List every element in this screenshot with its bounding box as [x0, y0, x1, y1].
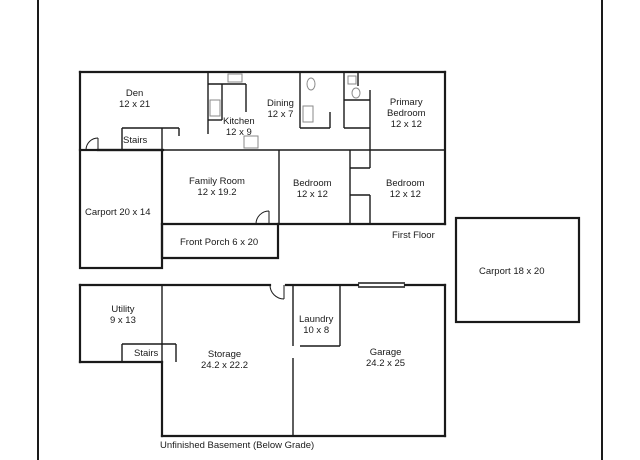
basement-label: Unfinished Basement (Below Grade): [160, 440, 315, 451]
family-name: Family Room: [189, 176, 245, 187]
room-label-stairs-down: Stairs: [134, 348, 158, 359]
bedroom-a-size: 12 x 12: [296, 189, 328, 200]
dining-name: Dining: [267, 98, 294, 109]
garage-size: 24.2 x 25: [366, 358, 406, 369]
room-label-garage: Garage 24.2 x 25: [366, 347, 405, 369]
primary-name-2: Bedroom: [387, 108, 426, 119]
fridge-icon: [243, 135, 259, 149]
room-label-stairs-up: Stairs: [123, 135, 147, 146]
garage-name: Garage: [369, 347, 402, 358]
room-label-primary-bedroom: Primary Bedroom 12 x 12: [387, 97, 426, 130]
toilet-icon-primary: [351, 87, 361, 99]
dining-size: 12 x 7: [267, 109, 294, 120]
storage-size: 24.2 x 22.2: [201, 360, 249, 371]
vanity-icon: [302, 105, 314, 123]
room-label-kitchen: Kitchen 12 x 9: [223, 116, 255, 138]
primary-name-1: Primary: [389, 97, 423, 108]
room-label-den: Den 12 x 21: [119, 88, 150, 110]
family-size: 12 x 19.2: [197, 187, 237, 198]
utility-name: Utility: [111, 304, 135, 315]
fixtures: [209, 73, 361, 149]
first-floor-label: First Floor: [392, 230, 435, 241]
room-label-family-room: Family Room 12 x 19.2: [189, 176, 245, 198]
bedroom-a-name: Bedroom: [293, 178, 332, 189]
carport-left-label: Carport 20 x 14: [85, 207, 151, 218]
room-label-dining: Dining 12 x 7: [267, 98, 294, 120]
room-label-front-porch: Front Porch 6 x 20: [180, 237, 258, 248]
carport-right-label: Carport 18 x 20: [479, 266, 545, 277]
storage-name: Storage: [207, 349, 242, 360]
floor-label-first: First Floor: [392, 230, 435, 241]
laundry-name: Laundry: [299, 314, 334, 325]
basement-walls: [78, 283, 447, 438]
room-label-laundry: Laundry 10 x 8: [299, 314, 333, 336]
utility-size: 9 x 13: [110, 315, 136, 326]
kitchen-size: 12 x 9: [225, 127, 252, 138]
primary-size: 12 x 12: [390, 119, 422, 130]
room-label-carport-left: Carport 20 x 14: [85, 207, 150, 218]
room-label-carport-right: Carport 18 x 20: [479, 266, 544, 277]
floor-label-basement: Unfinished Basement (Below Grade): [160, 440, 314, 451]
door-swing-basement: [269, 284, 285, 300]
door-swing-porch: [255, 210, 270, 225]
stairs-down-name: Stairs: [134, 348, 159, 359]
room-label-storage: Storage 24.2 x 22.2: [201, 349, 248, 371]
door-swings: [85, 137, 285, 300]
front-porch-outline: [160, 222, 280, 260]
bedroom-b-name: Bedroom: [386, 178, 425, 189]
front-porch-label: Front Porch 6 x 20: [180, 237, 259, 248]
den-name: Den: [125, 88, 144, 99]
den-size: 12 x 21: [119, 99, 151, 110]
room-label-bedroom-b: Bedroom 12 x 12: [386, 178, 425, 200]
door-swing-den: [85, 137, 99, 151]
laundry-size: 10 x 8: [303, 325, 330, 336]
stove-icon: [209, 99, 221, 117]
bedroom-b-size: 12 x 12: [389, 189, 421, 200]
kitchen-name: Kitchen: [223, 116, 255, 127]
stairs-up-name: Stairs: [123, 135, 148, 146]
interior-walls: [121, 72, 405, 436]
carport-right-outline: [454, 216, 581, 324]
room-label-bedroom-a: Bedroom 12 x 12: [293, 178, 332, 200]
room-label-utility: Utility 9 x 13: [110, 304, 136, 326]
toilet-icon: [306, 77, 316, 91]
kitchen-sink-icon: [227, 73, 243, 83]
sink-icon: [347, 75, 357, 85]
